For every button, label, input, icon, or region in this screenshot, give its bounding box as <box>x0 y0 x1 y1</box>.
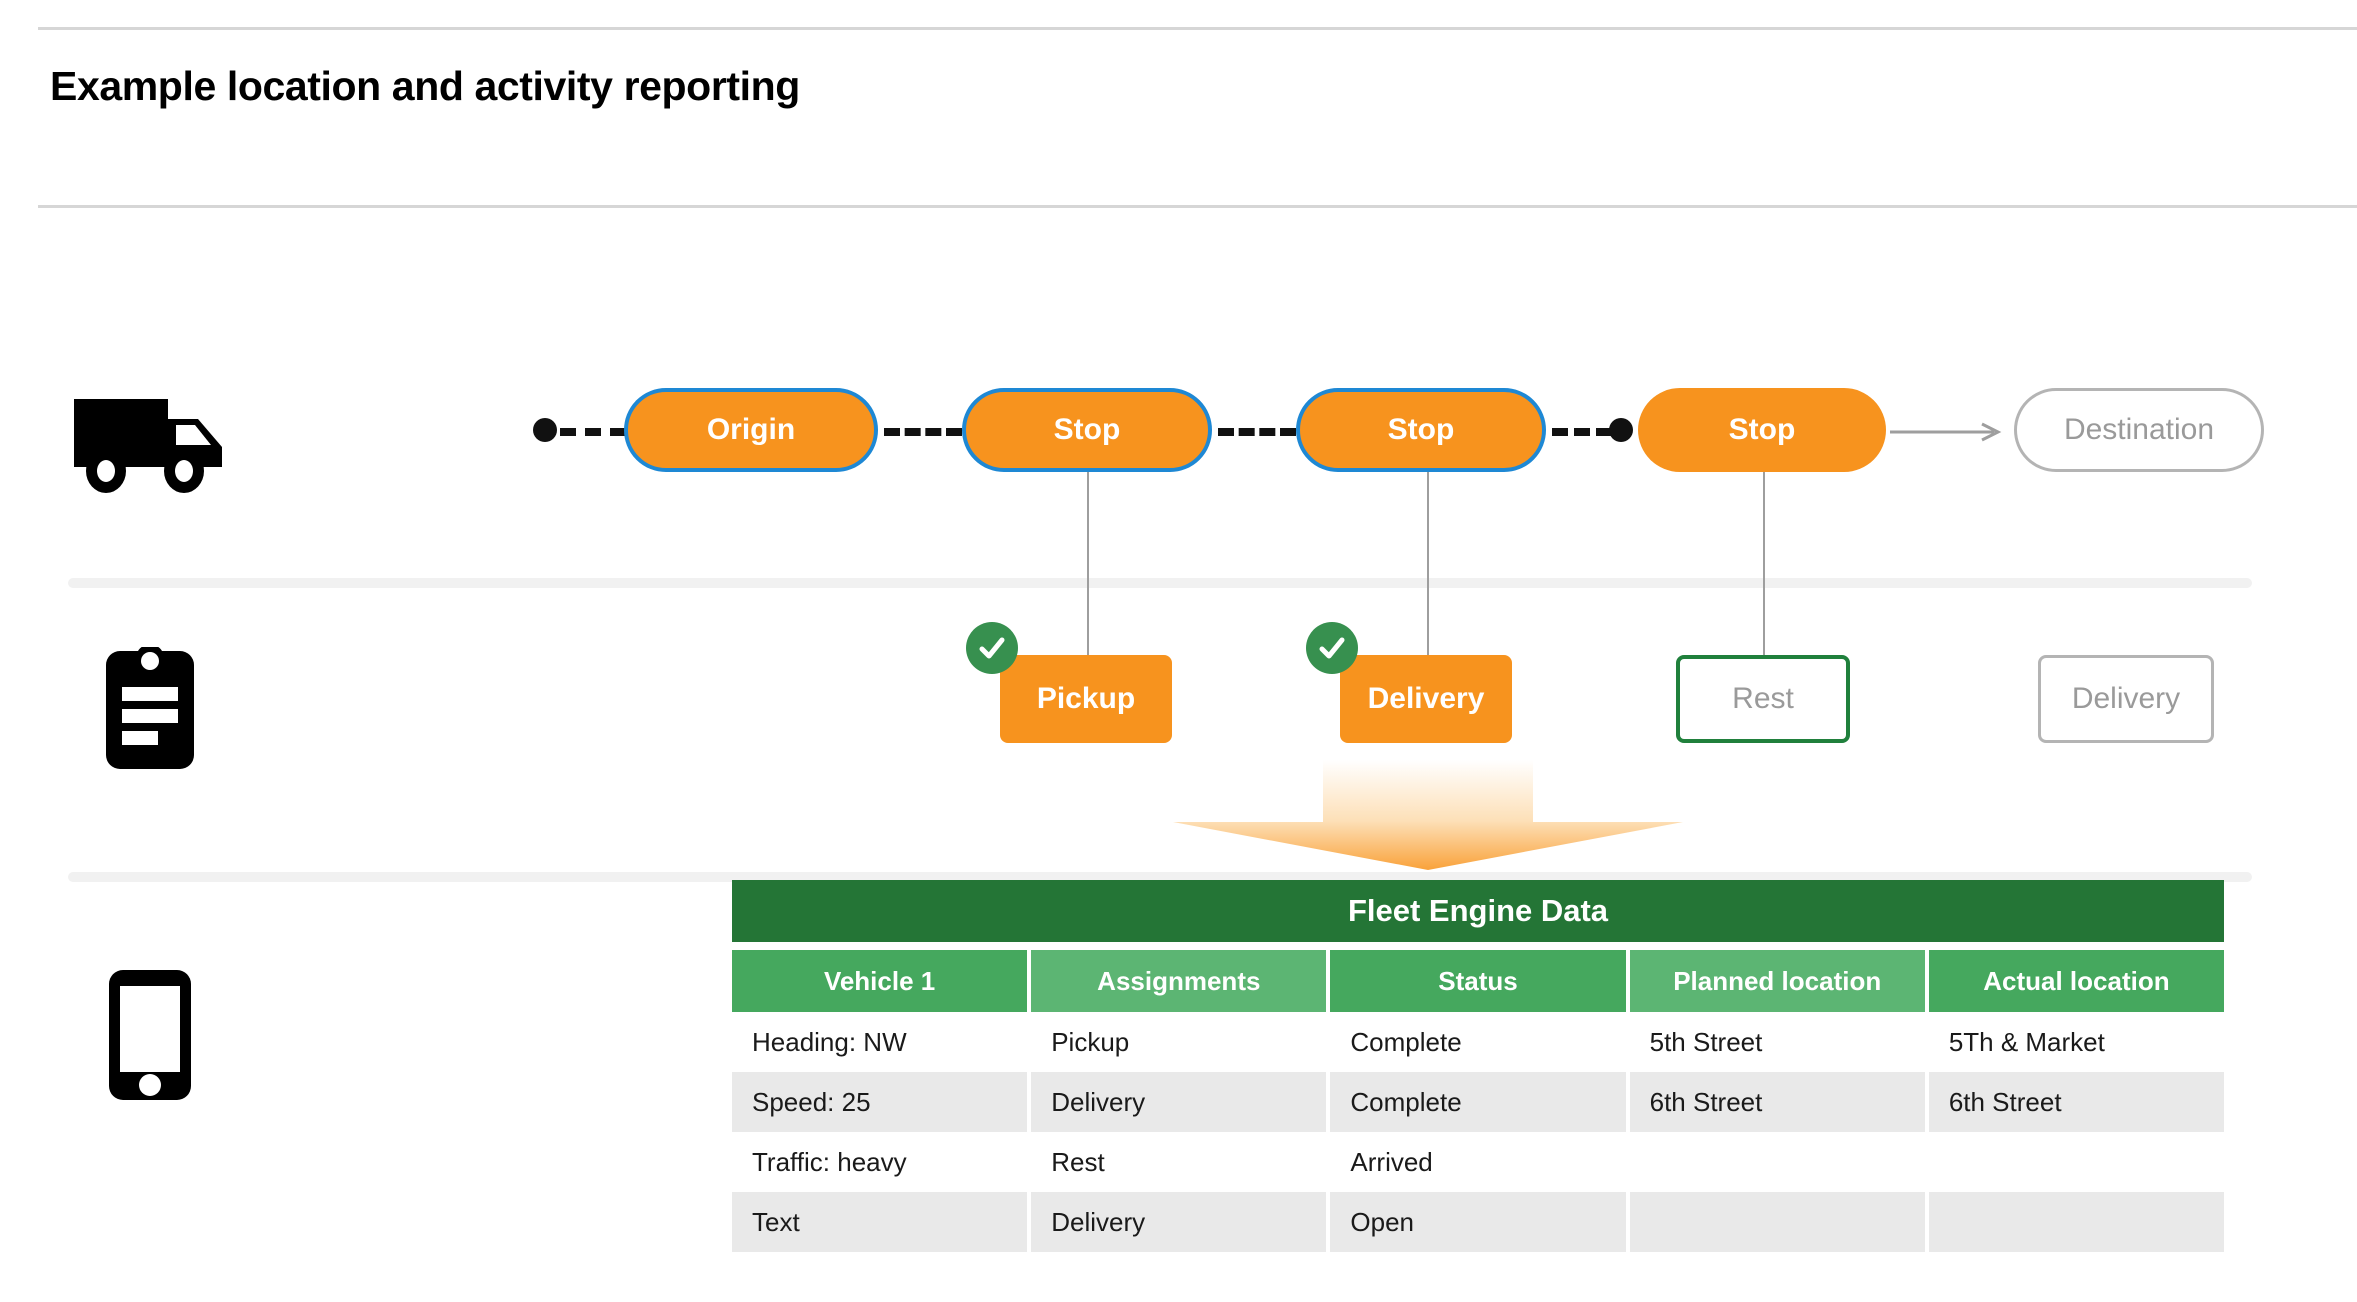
activity-rest[interactable]: Rest <box>1676 655 1850 743</box>
cell-status: Arrived <box>1330 1132 1626 1192</box>
table-header-row: Vehicle 1 Assignments Status Planned loc… <box>732 950 2225 1012</box>
page-title: Example location and activity reporting <box>50 63 800 109</box>
column-header-planned-location[interactable]: Planned location <box>1629 950 1925 1012</box>
route-node-label: Stop <box>1053 413 1121 446</box>
cell-actual-location: 6th Street <box>1928 1072 2225 1132</box>
cell-planned-location <box>1629 1132 1925 1192</box>
route-arrow-to-destination <box>1890 422 2002 442</box>
header-rule-top <box>38 27 2357 30</box>
cell-vehicle: Text <box>732 1192 1028 1252</box>
activity-label: Delivery <box>1367 682 1485 715</box>
activity-row: Pickup Delivery Rest Delivery <box>0 622 2357 785</box>
cell-status: Complete <box>1330 1072 1626 1132</box>
route-node-stop-1[interactable]: Stop <box>962 388 1212 472</box>
table-row[interactable]: Text Delivery Open <box>732 1192 2225 1252</box>
activity-pickup[interactable]: Pickup <box>1000 655 1172 743</box>
cell-vehicle: Speed: 25 <box>732 1072 1028 1132</box>
route-dash-3 <box>1552 428 1612 436</box>
cell-actual-location <box>1928 1192 2225 1252</box>
column-header-actual-location[interactable]: Actual location <box>1928 950 2225 1012</box>
route-node-label: Stop <box>1387 413 1455 446</box>
activity-delivery-open[interactable]: Delivery <box>2038 655 2214 743</box>
connector-stop3-rest <box>1763 472 1765 662</box>
smartphone-icon <box>0 960 300 1110</box>
route-dash-2 <box>1218 428 1296 436</box>
table-title: Fleet Engine Data <box>732 880 2224 942</box>
route-node-origin[interactable]: Origin <box>624 388 878 472</box>
activity-delivery-complete[interactable]: Delivery <box>1340 655 1512 743</box>
connector-stop1-pickup <box>1087 472 1089 662</box>
route-node-label: Origin <box>706 413 796 446</box>
table-row[interactable]: Heading: NW Pickup Complete 5th Street 5… <box>732 1012 2225 1072</box>
cell-assignment: Pickup <box>1031 1012 1327 1072</box>
cell-assignment: Delivery <box>1031 1072 1327 1132</box>
column-header-status[interactable]: Status <box>1330 950 1626 1012</box>
connector-stop2-delivery <box>1427 472 1429 662</box>
column-header-vehicle[interactable]: Vehicle 1 <box>732 950 1028 1012</box>
column-header-assignments[interactable]: Assignments <box>1031 950 1327 1012</box>
table-row[interactable]: Speed: 25 Delivery Complete 6th Street 6… <box>732 1072 2225 1132</box>
cell-actual-location: 5Th & Market <box>1928 1012 2225 1072</box>
flow-arrow-down-icon <box>1173 760 1683 870</box>
route-node-stop-2[interactable]: Stop <box>1296 388 1546 472</box>
route-node-stop-3[interactable]: Stop <box>1638 388 1886 472</box>
activity-label: Pickup <box>1036 682 1136 715</box>
cell-status: Open <box>1330 1192 1626 1252</box>
activity-label: Delivery <box>2071 682 2181 715</box>
cell-vehicle: Heading: NW <box>732 1012 1028 1072</box>
route-node-label: Destination <box>2063 413 2215 446</box>
route-node-destination[interactable]: Destination <box>2014 388 2264 472</box>
cell-actual-location <box>1928 1132 2225 1192</box>
section-divider-route-activity <box>68 578 2252 588</box>
cell-vehicle: Traffic: heavy <box>732 1132 1028 1192</box>
cell-assignment: Rest <box>1031 1132 1327 1192</box>
route-node-label: Stop <box>1728 413 1796 446</box>
truck-icon <box>0 385 300 505</box>
cell-assignment: Delivery <box>1031 1192 1327 1252</box>
route-stop-dot <box>1609 418 1633 442</box>
cell-planned-location <box>1629 1192 1925 1252</box>
fleet-engine-data-table: Fleet Engine Data Vehicle 1 Assignments … <box>732 880 2225 1252</box>
table-row[interactable]: Traffic: heavy Rest Arrived <box>732 1132 2225 1192</box>
route-timeline: Origin Stop Stop Stop Destination <box>0 388 2357 508</box>
cell-status: Complete <box>1330 1012 1626 1072</box>
clipboard-icon <box>0 645 300 775</box>
cell-planned-location: 5th Street <box>1629 1012 1925 1072</box>
activity-label: Rest <box>1732 682 1794 715</box>
section-divider-activity-data <box>68 872 2252 882</box>
header-rule-bottom <box>38 205 2357 208</box>
route-dash-1 <box>884 428 962 436</box>
check-icon-delivery <box>1306 622 1358 674</box>
route-origin-dot <box>533 418 557 442</box>
check-icon-pickup <box>966 622 1018 674</box>
route-dash-start <box>560 428 626 436</box>
cell-planned-location: 6th Street <box>1629 1072 1925 1132</box>
